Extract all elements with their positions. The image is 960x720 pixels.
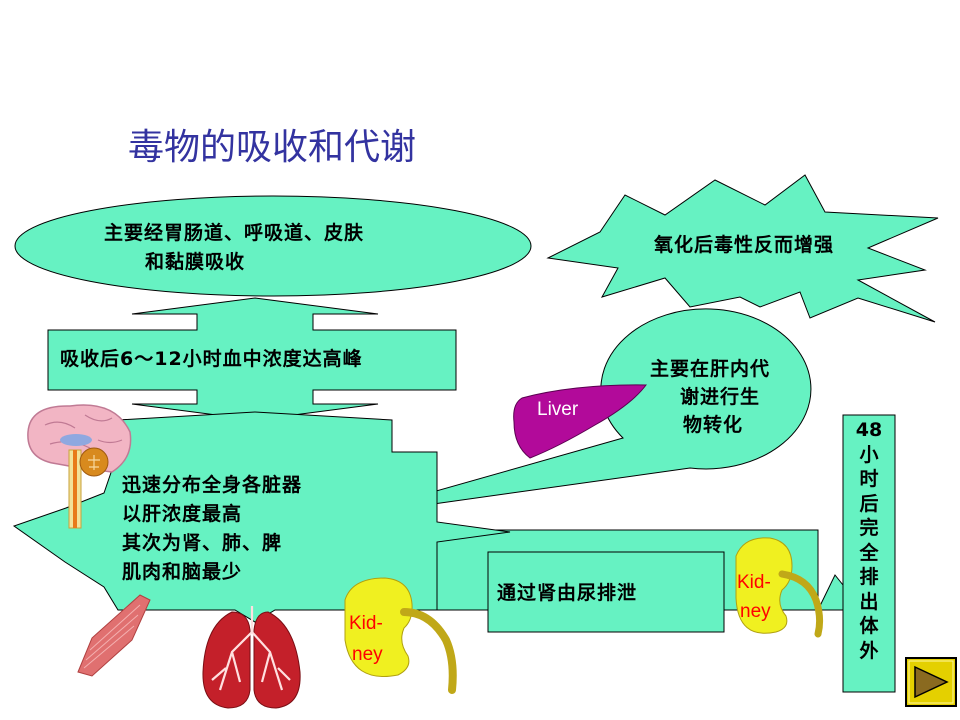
liver-illustration: [513, 384, 647, 459]
distribution-line-1: 迅速分布全身各脏器: [122, 474, 303, 496]
liver-label: Liver: [537, 399, 579, 420]
liver-metabolism-line-1: 主要在肝内代: [650, 358, 771, 380]
kidney-illustration-2: [735, 537, 824, 638]
kidney-label-2-line-2: ney: [740, 601, 771, 622]
kidney-illustration-1: [344, 577, 457, 694]
brain-illustration: [27, 404, 132, 529]
full-excretion-text: 48小时后完全排出体外: [855, 419, 883, 662]
lungs-illustration: [202, 606, 301, 709]
renal-excretion-box: [487, 551, 725, 633]
next-slide-button[interactable]: [905, 657, 957, 707]
peak-time-text: 吸收后6～12小时血中浓度达高峰: [60, 348, 363, 370]
kidney-label-1-line-1: Kid-: [349, 613, 383, 634]
liver-metabolism-line-3: 物转化: [683, 414, 744, 436]
renal-excretion-text: 通过肾由尿排泄: [497, 582, 638, 604]
liver-callout: [347, 308, 812, 517]
full-excretion-box: [842, 414, 896, 693]
distribution-line-3: 其次为肾、肺、脾: [122, 532, 283, 554]
absorption-route-line-1: 主要经胃肠道、呼吸道、皮肤: [104, 222, 365, 244]
liver-metabolism-line-2: 谢进行生: [680, 386, 761, 408]
kidney-label-2-line-1: Kid-: [737, 572, 771, 593]
play-triangle-icon: [905, 657, 957, 707]
oxidation-note-text: 氧化后毒性反而增强: [654, 234, 835, 256]
kidney-label-1-line-2: ney: [352, 644, 383, 665]
absorption-route-line-2: 和黏膜吸收: [145, 251, 246, 273]
absorption-ellipse: [14, 195, 532, 297]
distribution-line-4: 肌肉和脑最少: [122, 561, 243, 583]
distribution-line-2: 以肝浓度最高: [122, 503, 243, 525]
slide-title: 毒物的吸收和代谢: [128, 127, 417, 168]
muscle-illustration: [77, 594, 151, 677]
oxidation-starburst: [546, 174, 939, 323]
